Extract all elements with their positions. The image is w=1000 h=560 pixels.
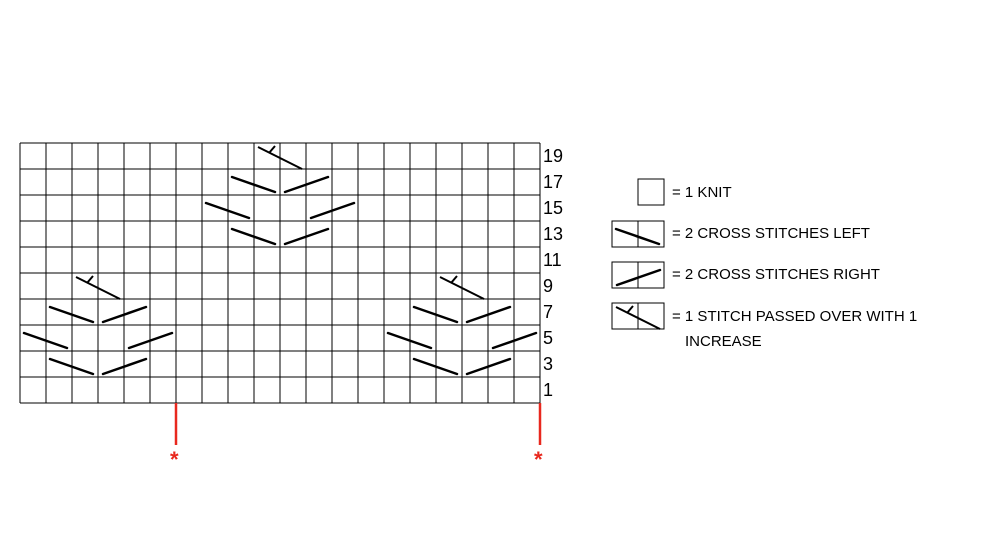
row-label: 5: [543, 328, 554, 348]
cross-right-symbol: [465, 357, 512, 376]
row-label: 11: [543, 250, 562, 270]
increase-tick: [450, 275, 458, 284]
increase-tick: [86, 275, 94, 284]
legend-box: [637, 261, 665, 289]
legend-box: [611, 261, 639, 289]
cross-left-symbol: [386, 331, 433, 350]
legend-cross-left-label: = 2 CROSS STITCHES LEFT: [672, 225, 870, 242]
cross-right-symbol: [127, 331, 174, 350]
passed-over-symbol: [615, 306, 661, 330]
cross-left-symbol: [230, 227, 277, 246]
increase-tick: [268, 145, 276, 154]
cross-right-symbol: [465, 305, 512, 324]
legend-box: [637, 178, 665, 206]
passed-over-symbol: [75, 276, 121, 300]
legend-passed-over-label: = 1 STITCH PASSED OVER WITH 1: [672, 308, 918, 325]
cross-left-symbol: [412, 357, 459, 376]
row-label: 9: [543, 276, 554, 296]
cross-right-symbol: [283, 175, 330, 194]
row-label: 13: [543, 224, 564, 244]
row-label: 17: [543, 172, 564, 192]
legend-cross-right-label: = 2 CROSS STITCHES RIGHT: [672, 266, 880, 283]
legend-knit-label: = 1 KNIT: [672, 184, 732, 201]
cross-right-symbol: [101, 305, 148, 324]
cross-right-symbol: [283, 227, 330, 246]
cross-right-symbol: [101, 357, 148, 376]
cross-left-symbol: [412, 305, 459, 324]
cross-left-symbol: [48, 357, 95, 376]
legend-passed-over-label-2: INCREASE: [685, 333, 762, 350]
cross-left-symbol: [204, 201, 251, 220]
passed-over-symbol: [439, 276, 485, 300]
row-label: 1: [543, 380, 554, 400]
increase-tick: [626, 305, 634, 314]
cross-left-symbol: [614, 227, 661, 246]
repeat-asterisk: *: [170, 447, 179, 472]
repeat-asterisk: *: [534, 447, 543, 472]
row-label: 15: [543, 198, 564, 218]
row-label: 19: [543, 146, 564, 166]
cross-right-symbol: [309, 201, 356, 220]
cross-left-symbol: [230, 175, 277, 194]
cross-left-symbol: [22, 331, 69, 350]
row-label: 7: [543, 302, 554, 322]
legend-box: [637, 302, 665, 330]
cross-left-symbol: [48, 305, 95, 324]
passed-over-symbol: [257, 146, 303, 170]
cross-right-symbol: [491, 331, 538, 350]
legend-box: [637, 220, 665, 248]
cross-right-symbol: [615, 268, 662, 287]
row-label: 3: [543, 354, 554, 374]
